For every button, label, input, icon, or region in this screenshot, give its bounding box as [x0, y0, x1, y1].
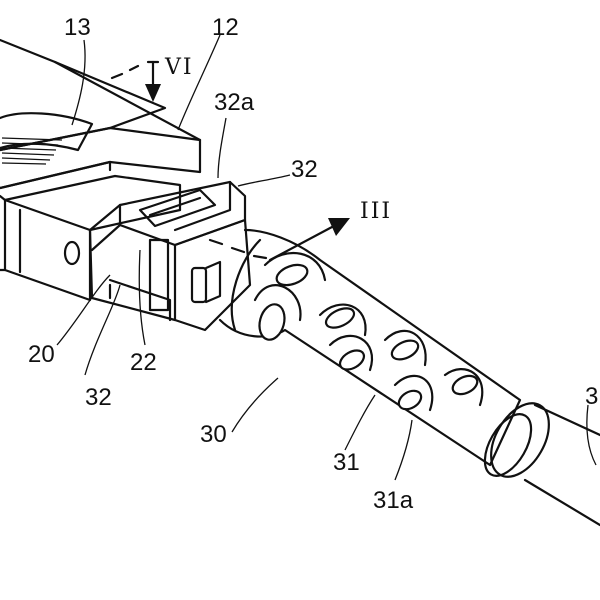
plug-body [88, 180, 252, 332]
label-13: 13 [64, 14, 91, 41]
label-section-iii: III [360, 199, 392, 224]
label-30: 30 [200, 421, 227, 448]
label-section-vi: VI [164, 55, 194, 80]
label-32-top: 32 [291, 156, 318, 183]
label-31a: 31a [373, 487, 414, 514]
label-22: 22 [130, 349, 157, 376]
label-20: 20 [28, 341, 55, 368]
label-32a: 32a [214, 89, 255, 116]
label-12: 12 [212, 14, 239, 41]
label-3-partial: 3 [585, 383, 598, 410]
cable [523, 403, 600, 527]
boot [218, 228, 550, 478]
reference-labels: 13 12 VI 32a 32 III 20 22 32 30 31 31a 3 [28, 14, 598, 514]
grip-pattern [1, 137, 63, 165]
section-line-vi [110, 60, 161, 102]
leader-lines [56, 34, 597, 481]
label-31: 31 [333, 449, 360, 476]
section-line-iii [208, 218, 350, 262]
label-32-bottom: 32 [85, 384, 112, 411]
